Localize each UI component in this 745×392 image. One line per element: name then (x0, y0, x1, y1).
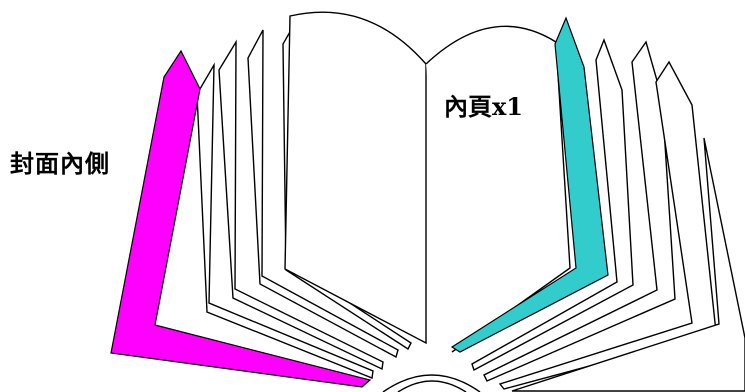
left-page-outline-1 (218, 39, 384, 371)
cover-inside-panel (110, 49, 372, 388)
right-page-outline-4 (511, 137, 745, 392)
spine-arc-outer (382, 374, 481, 392)
left-open-page (284, 11, 427, 345)
right-page-outline-3 (498, 60, 717, 390)
right-page-outline-1 (471, 38, 634, 372)
cover-inside-label: 封面內側 (10, 149, 110, 178)
inner-page-label: 內頁x1 (444, 92, 524, 121)
left-page-outline-2 (247, 29, 399, 359)
spine-arc-inner (397, 380, 467, 392)
inner-page-panel (450, 16, 609, 353)
